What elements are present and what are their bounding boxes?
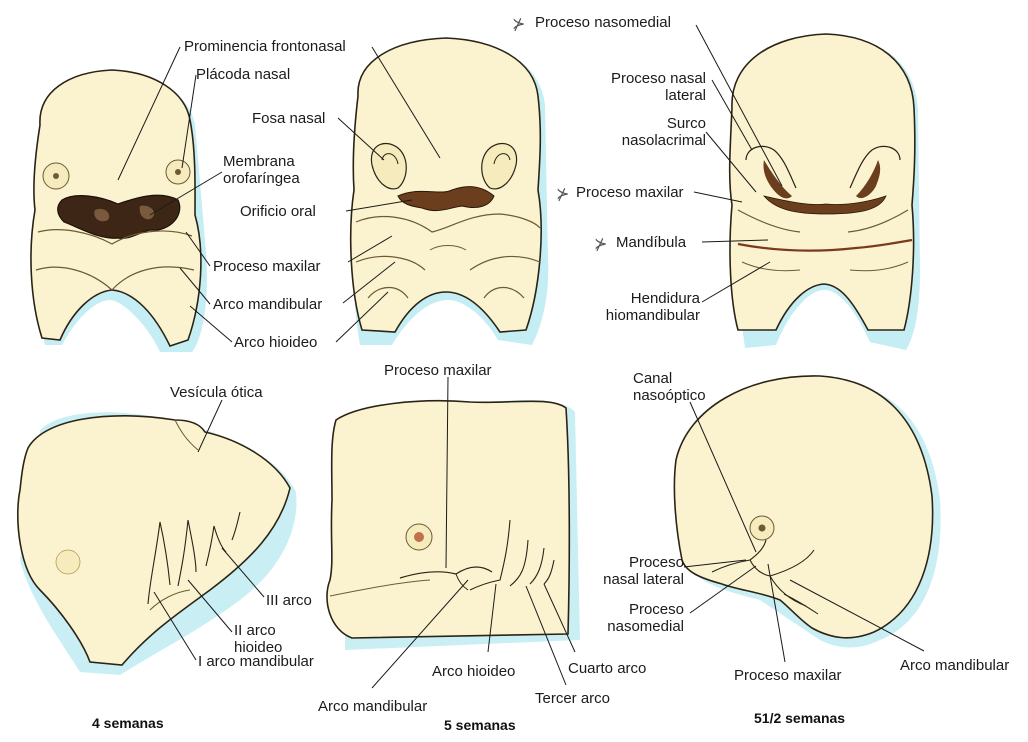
label-iii-arco: III arco (266, 592, 312, 609)
caption-4-semanas: 4 semanas (92, 715, 164, 731)
label-proceso-nasomedial-side: Proceso nasomedial (584, 601, 684, 635)
label-arco-hioideo-4: Arco hioideo (234, 334, 317, 351)
label-proceso-nasal-lateral-top: Proceso nasal lateral (590, 70, 706, 104)
label-arco-mandibular-4: Arco mandibular (213, 296, 322, 313)
label-proceso-nasomedial-top: Proceso nasomedial (535, 14, 671, 31)
label-proceso-maxilar-55: Proceso maxilar (576, 184, 684, 201)
label-vesicula-otica: Vesícula ótica (170, 384, 263, 401)
label-surco-nasolacrimal: Surco nasolacrimal (600, 115, 706, 149)
cross-mark-nasomedial: ⊁ (512, 14, 525, 33)
label-i-arco-mandibular: I arco mandibular (198, 653, 314, 670)
label-membrana-orofaringea: Membrana orofaríngea (223, 153, 300, 187)
label-canal-nasooptico: Canal nasoóptico (633, 370, 706, 404)
embryo-frontal-5-5-weeks (730, 34, 920, 350)
embryo-lateral-5-5-weeks (674, 376, 940, 648)
label-proceso-maxilar-5: Proceso maxilar (384, 362, 492, 379)
cross-mark-mandibula: ⊁ (594, 234, 607, 253)
head-frontal-5 (351, 38, 541, 332)
label-tercer-arco: Tercer arco (535, 690, 610, 707)
label-proceso-maxilar-4: Proceso maxilar (213, 258, 321, 275)
caption-5-5-semanas: 51/2 semanas (754, 710, 845, 726)
label-placoda-nasal: Plácoda nasal (196, 66, 290, 83)
label-hendidura-hiomandibular: Hendidura hiomandibular (560, 290, 700, 324)
label-cuarto-arco: Cuarto arco (568, 660, 646, 677)
embryo-frontal-4-weeks (31, 70, 207, 352)
label-fosa-nasal: Fosa nasal (252, 110, 325, 127)
label-orificio-oral: Orificio oral (240, 203, 316, 220)
label-arco-mandibular-5: Arco mandibular (318, 698, 427, 715)
embryo-lateral-5-weeks (327, 400, 580, 650)
head-lateral-55 (674, 376, 932, 638)
label-arco-hioideo-5: Arco hioideo (432, 663, 515, 680)
label-arco-mandibular-side: Arco mandibular (900, 657, 1009, 674)
cross-mark-maxilar: ⊁ (556, 184, 569, 203)
label-prominencia-frontonasal: Prominencia frontonasal (184, 38, 346, 55)
label-mandibula: Mandíbula (616, 234, 686, 251)
label-ii-arco-hioideo: II arco hioideo (234, 622, 282, 656)
label-proceso-maxilar-side: Proceso maxilar (734, 667, 842, 684)
label-proceso-nasal-lateral-side: Proceso nasal lateral (584, 554, 684, 588)
caption-5-semanas: 5 semanas (444, 717, 516, 733)
